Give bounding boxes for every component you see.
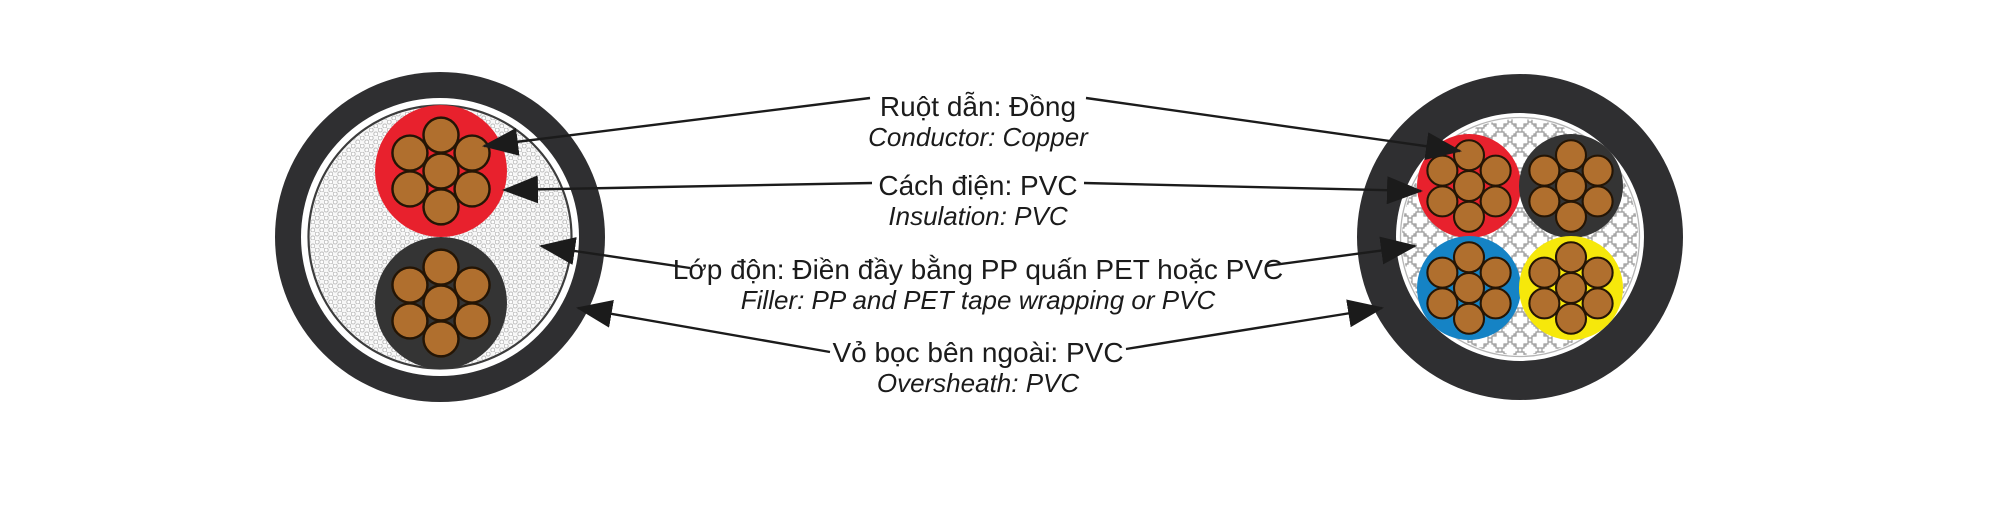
label-conductor: Ruột dẫn: Đồng Conductor: Copper: [868, 91, 1088, 153]
label-insulation-vi: Cách điện: PVC: [878, 170, 1078, 201]
label-filler-vi: Lớp độn: Điền đầy bằng PP quấn PET hoặc …: [672, 254, 1284, 285]
label-oversheath-en: Oversheath: PVC: [876, 368, 1080, 398]
leader-line-filler-left: [539, 237, 691, 270]
label-insulation: Cách điện: PVC Insulation: PVC: [878, 170, 1078, 232]
label-oversheath: Vỏ bọc bên ngoài: PVC Oversheath: PVC: [832, 337, 1124, 399]
leader-lines: [482, 96, 1462, 354]
right-cable-cross-section: [1357, 74, 1683, 400]
leader-line-conductor-left: [482, 96, 871, 156]
label-oversheath-vi: Vỏ bọc bên ngoài: PVC: [832, 337, 1124, 368]
leader-line-conductor-right: [1085, 96, 1462, 161]
leader-line-insulation-left: [502, 175, 873, 204]
leader-line-oversheath-right: [1125, 299, 1384, 351]
label-filler-en: Filler: PP and PET tape wrapping or PVC: [740, 285, 1216, 315]
leader-line-filler-right: [1265, 236, 1417, 268]
label-filler: Lớp độn: Điền đầy bằng PP quấn PET hoặc …: [672, 254, 1284, 316]
label-conductor-en: Conductor: Copper: [868, 122, 1088, 152]
left-cable-cross-section: [275, 72, 605, 402]
leader-line-insulation-right: [1083, 176, 1423, 205]
leader-line-oversheath-left: [576, 300, 831, 354]
label-insulation-en: Insulation: PVC: [888, 201, 1068, 231]
label-conductor-vi: Ruột dẫn: Đồng: [879, 91, 1077, 122]
